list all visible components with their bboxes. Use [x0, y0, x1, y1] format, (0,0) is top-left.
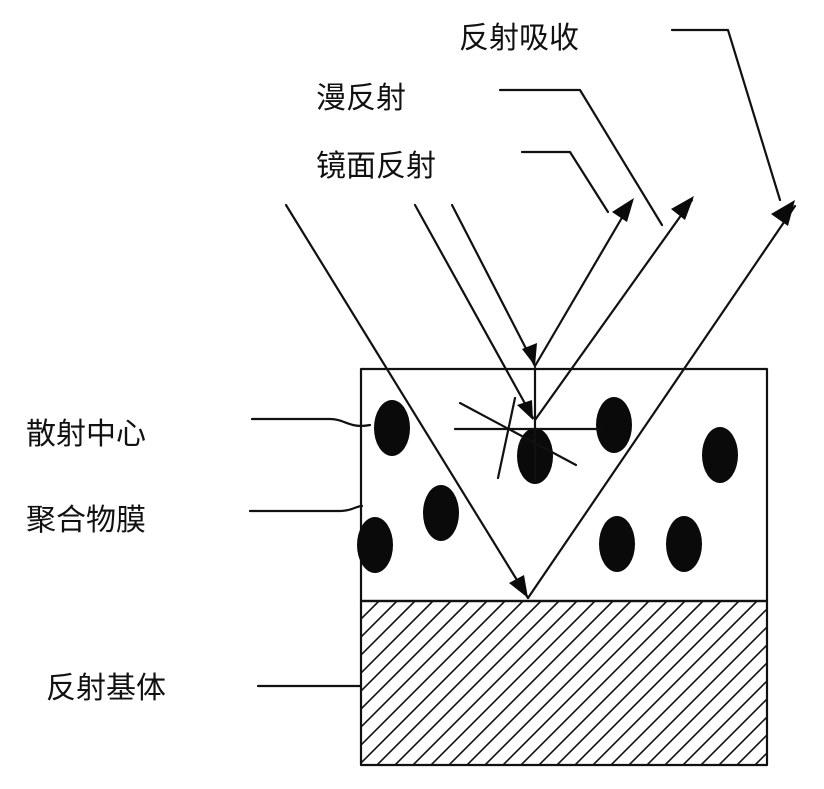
hatch-line — [628, 625, 767, 765]
arrowhead — [517, 400, 533, 420]
hatch-line — [376, 601, 542, 765]
hatch-line — [361, 601, 488, 729]
hatch-line — [430, 601, 596, 765]
hatch-line — [466, 601, 632, 765]
scattering-particles — [357, 397, 738, 573]
hatch-line — [646, 643, 767, 765]
label-diffuse: 漫反射 — [316, 81, 406, 116]
label-scatter-center: 散射中心 — [26, 417, 146, 452]
hatch-line — [361, 601, 452, 693]
label-reflect-substrate: 反射基体 — [46, 671, 166, 706]
scatter-starburst — [453, 366, 602, 482]
particle — [666, 516, 702, 572]
hatch-line — [664, 661, 767, 765]
arrowhead — [771, 200, 795, 226]
leader-scatter-center — [250, 417, 372, 427]
label-specular: 镜面反射 — [316, 149, 436, 184]
arrowhead — [612, 198, 634, 222]
hatch-line — [520, 601, 686, 765]
ray-diffuse — [413, 196, 694, 482]
label-leader-lines — [248, 28, 782, 688]
hatch-line — [394, 601, 560, 765]
hatch-line — [556, 601, 722, 765]
particle — [374, 400, 410, 456]
particle — [702, 427, 738, 483]
hatch-line — [361, 601, 380, 621]
hatch-line — [484, 601, 650, 765]
hatch-line — [361, 601, 470, 711]
leader-diffuse — [498, 88, 664, 227]
particle — [596, 397, 632, 453]
leader-specular — [520, 150, 610, 214]
ray-specular — [450, 198, 634, 368]
hatch-line — [700, 697, 767, 765]
arrowhead — [509, 575, 528, 598]
hatch-line — [361, 601, 398, 639]
particle — [599, 516, 635, 572]
leader-reflect-absorb — [670, 28, 782, 202]
hatch-line — [592, 601, 758, 765]
hatch-line — [448, 601, 614, 765]
label-reflect-absorb: 反射吸收 — [459, 21, 579, 56]
hatch-line — [502, 601, 668, 765]
hatch-line — [361, 601, 362, 603]
polymer-film-layer — [359, 367, 769, 603]
hatch-line — [412, 601, 578, 765]
hatch-line — [574, 601, 740, 765]
hatch-line — [610, 607, 767, 765]
particle — [357, 517, 393, 573]
arrowhead — [671, 196, 694, 220]
hatch-line — [736, 733, 767, 765]
ray-absorb-path — [284, 200, 797, 600]
hatch-line — [773, 601, 824, 765]
hatch-line — [361, 601, 524, 765]
hatch-line — [718, 715, 767, 765]
label-polymer-film: 聚合物膜 — [26, 503, 146, 538]
particle — [423, 485, 459, 541]
hatch-line — [361, 601, 434, 675]
reflective-substrate — [359, 599, 824, 767]
arrowhead — [522, 343, 537, 366]
hatch-line — [538, 601, 704, 765]
hatch-line — [361, 601, 416, 657]
leader-polymer-film — [248, 504, 364, 513]
hatch-line — [361, 601, 506, 747]
hatch-line — [682, 679, 767, 765]
